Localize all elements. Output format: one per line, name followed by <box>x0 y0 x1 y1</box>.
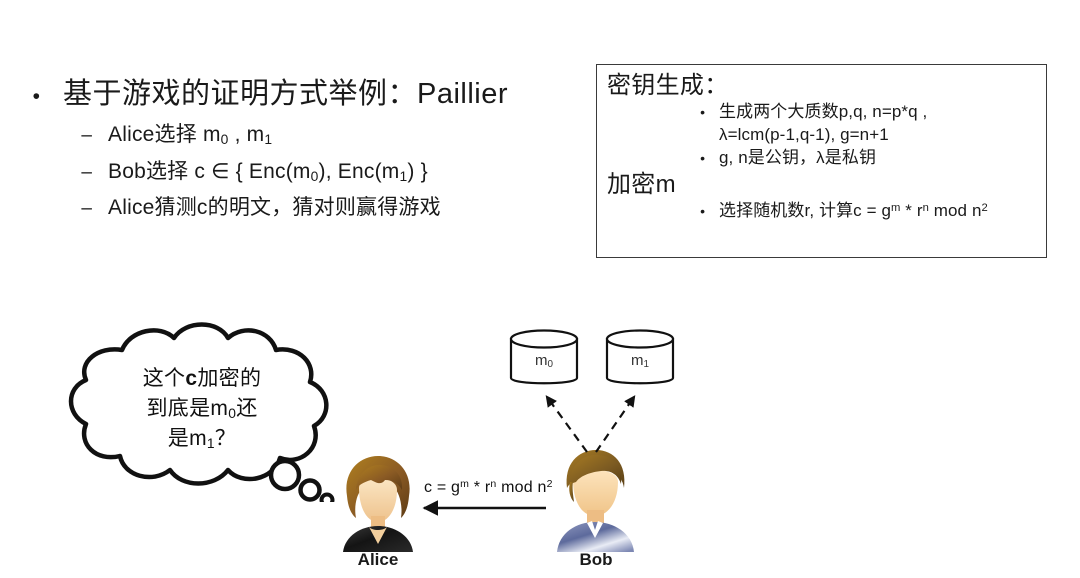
slide-bullet-list: • 基于游戏的证明方式举例：Paillier – Alice选择 m0 , m1… <box>0 76 580 224</box>
bullet-marker-icon: • <box>700 104 705 121</box>
sub-bullet-text: Bob选择 c ∈ { Enc(m0), Enc(m1) } <box>108 159 428 184</box>
database-cylinder-m1: m1 <box>604 328 676 390</box>
dash-marker-icon: – <box>81 198 92 220</box>
bullet-marker-icon: • <box>700 202 705 219</box>
thought-line-2: 到底是m0还 <box>146 396 258 421</box>
bullet-marker-icon: • <box>32 85 40 108</box>
keygen-info-box: 密钥生成： • 生成两个大质数p,q, n=p*q , λ=lcm(p-1,q-… <box>596 64 1047 258</box>
bob-avatar <box>548 444 643 552</box>
keygen-item-keys: • g, n是公钥，λ是私钥 <box>607 146 1038 169</box>
alice-label: Alice <box>357 550 399 569</box>
dash-marker-icon: – <box>81 125 92 147</box>
thought-bubble-text: 这个c加密的 到底是m0还 是m1？ <box>52 364 352 453</box>
bob-label: Bob <box>579 550 613 569</box>
keygen-item-text: 生成两个大质数p,q, n=p*q , λ=lcm(p-1,q-1), g=n+… <box>705 100 927 146</box>
bob-person-icon <box>557 450 634 552</box>
keygen-item-text: g, n是公钥，λ是私钥 <box>719 148 877 168</box>
thought-line-1: 这个c加密的 <box>142 367 262 390</box>
thought-bubble-shape <box>68 322 335 502</box>
keygen-primes-line2: λ=lcm(p-1,q-1), g=n+1 <box>719 125 889 145</box>
encrypt-item-text: 选择随机数r, 计算c = gm * rn mod n2 <box>719 200 988 220</box>
encrypt-heading: 加密m <box>607 170 676 198</box>
keygen-heading: 密钥生成： <box>607 72 729 99</box>
keygen-primes-line1: 生成两个大质数p,q, n=p*q , <box>719 102 928 122</box>
sub-bullet-bob-choose: – Bob选择 c ∈ { Enc(m0), Enc(m1) } <box>0 156 580 188</box>
ciphertext-formula-label: c = gm * rn mod n2 <box>424 478 553 496</box>
cylinder-shape-icon <box>509 329 579 385</box>
bullet-marker-icon: • <box>700 150 705 167</box>
thought-line-3: 是m1？ <box>167 426 237 451</box>
cylinder-shape-icon <box>605 329 675 385</box>
keygen-item-primes: • 生成两个大质数p,q, n=p*q , λ=lcm(p-1,q-1), g=… <box>607 100 1038 146</box>
alice-avatar <box>331 452 426 552</box>
alice-person-icon <box>343 456 413 552</box>
encrypt-item-random: • 选择随机数r, 计算c = gm * rn mod n2 <box>607 199 1038 222</box>
sub-bullet-alice-guess: – Alice猜测c的明文，猜对则赢得游戏 <box>0 192 580 224</box>
cylinder-label: m0 <box>535 352 553 371</box>
cylinder-label: m1 <box>631 352 649 371</box>
bullet-level1: • 基于游戏的证明方式举例：Paillier <box>0 76 580 113</box>
database-cylinder-m0: m0 <box>508 328 580 390</box>
thought-bubble: 这个c加密的 到底是m0还 是m1？ <box>52 312 352 502</box>
dash-marker-icon: – <box>81 161 92 183</box>
slide-title-text: 基于游戏的证明方式举例：Paillier <box>63 78 509 110</box>
sub-bullet-text: Alice选择 m0 , m1 <box>108 123 273 148</box>
sub-bullet-text: Alice猜测c的明文，猜对则赢得游戏 <box>108 196 441 220</box>
sub-bullet-alice-choose: – Alice选择 m0 , m1 <box>0 119 580 151</box>
